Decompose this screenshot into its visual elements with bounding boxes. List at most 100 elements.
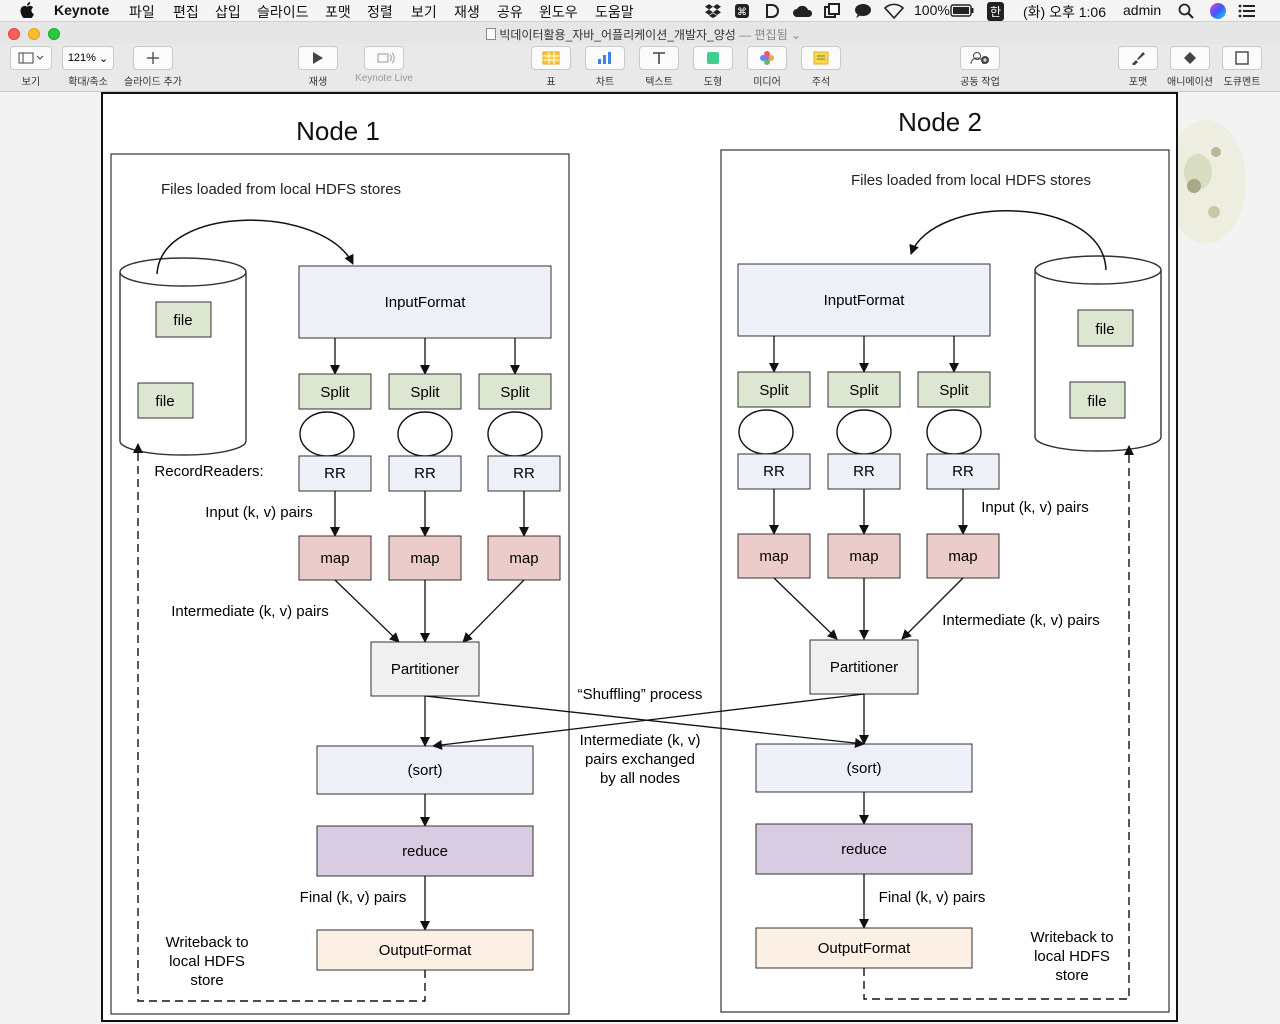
app-menu[interactable]: Keynote [54,2,110,18]
chart-button[interactable]: 차트 [585,46,625,88]
slide[interactable]: Node 1 Files loaded from local HDFS stor… [101,92,1178,1022]
edited-status[interactable]: — 편집됨 [739,28,788,42]
siri-icon[interactable] [1209,2,1227,23]
node1-title: Node 1 [296,116,380,146]
close-window-button[interactable] [8,28,20,40]
node1-map-2-label: map [410,550,439,567]
chevron-down-icon[interactable]: ⌄ [790,28,802,42]
text-button[interactable]: 텍스트 [639,46,679,88]
node2-partitioner-label: Partitioner [830,659,898,676]
menu-view[interactable]: 보기 [411,4,437,20]
node2-file-1-label: file [1095,321,1114,338]
media-icon [747,46,787,70]
node1-file-2 [137,382,194,419]
media-label: 미디어 [753,77,781,88]
node2-output-format-label: OutputFormat [818,940,911,957]
menu-slide[interactable]: 슬라이드 [257,4,309,20]
node2-map-3-label: map [948,548,977,565]
zoom-label: 확대/축소 [68,77,108,88]
zoom-value-box: 121% ⌄ [62,46,114,70]
user-name[interactable]: admin [1123,2,1162,18]
zoom-value: 121% [67,52,96,64]
apple-icon[interactable] [20,2,34,21]
table-button[interactable]: 표 [531,46,571,88]
zoom-menu[interactable]: 121% ⌄ 확대/축소 [62,46,114,88]
search-icon[interactable] [1178,3,1194,22]
keynote-live-label: Keynote Live [355,73,413,84]
node2-file-2 [1069,381,1126,419]
document-icon [486,28,499,42]
clock[interactable]: (화) 오후 1:06 [1023,4,1106,20]
menu-play[interactable]: 재생 [454,4,480,20]
chart-label: 차트 [595,77,615,88]
minimize-window-button[interactable] [28,28,40,40]
document-label: 도큐멘트 [1223,77,1261,88]
node2-split-1 [737,371,811,408]
format-button[interactable]: 포맷 [1118,46,1158,88]
comment-button[interactable]: 주석 [801,46,841,88]
add-slide-label: 슬라이드 추가 [124,77,182,88]
chart-icon [585,46,625,70]
node1-file-2-label: file [155,393,174,410]
animate-button[interactable]: 애니메이션 [1166,46,1214,88]
notification-center-icon[interactable] [1238,3,1256,22]
node1-arrow-map-part-1 [334,579,400,643]
animate-icon [1170,46,1210,70]
wifi-icon[interactable] [883,3,905,22]
node2-rr-1 [737,453,811,490]
node1-rr-2-label: RR [414,465,436,482]
view-button[interactable]: 보기 [10,46,52,88]
node1-loop-3 [487,411,543,457]
messages-icon[interactable] [854,3,872,22]
menu-window[interactable]: 윈도우 [539,4,578,20]
node2-loop-3 [926,409,982,455]
shuffle-desc-line-1: Intermediate (k, v) [580,732,701,749]
document-name: 빅데이터활용_자바_어플리케이션_개발자_양성 [499,28,736,42]
keynote-live-button[interactable]: Keynote Live [350,46,418,84]
input-method-indicator[interactable]: 한 [987,2,1005,21]
node1-map-3 [487,535,561,581]
menu-help[interactable]: 도움말 [595,4,634,20]
node2-rr-3-label: RR [952,463,974,480]
shape-button[interactable]: 도형 [693,46,733,88]
cloud-icon[interactable] [792,3,814,22]
zoom-window-button[interactable] [48,28,60,40]
node2-writeback-arrow [863,445,1134,1000]
dash-icon[interactable] [764,3,780,22]
node2-load-arrow [909,210,1107,271]
menu-share[interactable]: 공유 [497,4,523,20]
node1-input-format-label: InputFormat [385,294,467,311]
collaborate-button[interactable]: 공동 작업 [957,46,1003,88]
dropbox-icon[interactable] [704,3,722,21]
node1-record-readers-label: RecordReaders: [154,463,263,480]
node2-writeback-line-1: Writeback to [1030,929,1113,946]
node2-partitioner [809,639,919,695]
decorative-image [1166,112,1246,252]
menu-format[interactable]: 포맷 [325,4,351,20]
document-panel-icon [1222,46,1262,70]
play-button[interactable]: 재생 [298,46,338,88]
svg-text:⌘: ⌘ [737,7,747,18]
node1-writeback-line-2: local HDFS [169,953,245,970]
slide-canvas[interactable]: Node 1 Files loaded from local HDFS stor… [0,92,1280,1024]
menu-insert[interactable]: 삽입 [215,4,241,20]
screen-icon[interactable] [824,3,840,22]
node1-output-format [316,929,534,971]
battery-icon[interactable] [950,4,974,20]
menu-arrange[interactable]: 정렬 [367,4,393,20]
menu-file[interactable]: 파일 [129,4,155,20]
node2-map-3 [926,533,1000,579]
add-slide-button[interactable]: 슬라이드 추가 [122,46,184,88]
node2-final-pairs-label: Final (k, v) pairs [879,889,986,906]
node1-sort [316,745,534,795]
node2-title: Node 2 [898,107,982,137]
menu-edit[interactable]: 편집 [173,4,199,20]
plus-icon [133,46,173,70]
command-icon[interactable]: ⌘ [734,3,750,22]
media-button[interactable]: 미디어 [747,46,787,88]
node1-intermediate-pairs-label: Intermediate (k, v) pairs [171,603,329,620]
format-label: 포맷 [1128,77,1148,88]
node2-reduce-label: reduce [841,841,887,858]
node2-intermediate-pairs-label: Intermediate (k, v) pairs [942,612,1100,629]
document-button[interactable]: 도큐멘트 [1222,46,1262,88]
